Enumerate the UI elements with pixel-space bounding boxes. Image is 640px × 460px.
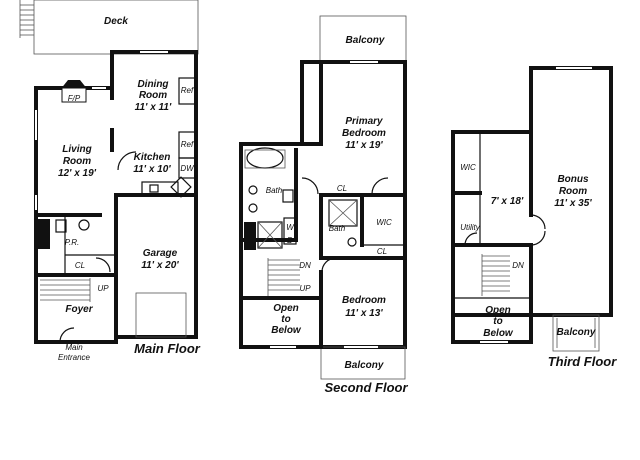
entrance-door-icon [59, 327, 75, 343]
entrance-label-1: Main [65, 343, 83, 352]
foyer-label: Foyer [65, 304, 93, 315]
kitchen-counter [141, 181, 179, 196]
washer-label: W [286, 223, 295, 232]
utility-label: Utility [460, 223, 481, 232]
bathtub-icon [246, 147, 284, 169]
third-balcony-label: Balcony [557, 327, 596, 338]
wic-label: WIC [376, 218, 392, 227]
third-open-label-1: Open [485, 305, 511, 316]
fireplace-icon [60, 80, 88, 103]
ref-top-label: Ref [181, 86, 194, 95]
dryer-label: D [287, 236, 293, 245]
water-heater-block [38, 219, 50, 249]
third-open-label-3: Below [483, 328, 514, 339]
dishwasher-icon [178, 157, 197, 179]
dining-label: Dining [137, 79, 168, 90]
kitchen-label: Kitchen [134, 152, 171, 163]
deck-outline [33, 0, 199, 55]
shower-icon [257, 221, 283, 249]
closet-label: CL [75, 261, 85, 270]
ref-bottom-label: Ref [181, 140, 194, 149]
dw-label: DW [180, 164, 195, 173]
bedroom-dims: 11' x 13' [345, 308, 383, 319]
bonus-label: Bonus [557, 174, 589, 185]
balcony-top-label: Balcony [346, 35, 385, 46]
dining-dims: 11' x 11' [135, 102, 172, 113]
shower-center-icon [328, 199, 358, 227]
sink-pr-icon [78, 219, 90, 231]
second-floor-plan: Balcony Primary Bedroom 11' x 19' Bath C… [239, 15, 408, 395]
garage-label: Garage [143, 248, 178, 259]
fireplace-label: F/P [68, 94, 81, 103]
toilet-second-icon [282, 189, 294, 203]
bonus-dims: 11' x 35' [554, 198, 592, 209]
bedroom-label: Bedroom [342, 295, 386, 306]
balcony-bottom-label: Balcony [345, 360, 384, 371]
open-below-label-1: Open [273, 303, 299, 314]
main-floor-plan: Deck F/P Dining Room 11' x 11' Ref Ref D… [19, 0, 201, 362]
entrance-label-2: Entrance [58, 353, 91, 362]
dining-label-2: Room [139, 90, 167, 101]
main-stairs-icon [40, 278, 91, 302]
bath-left-label: Bath [266, 186, 283, 195]
garage-dims: 11' x 20' [141, 260, 179, 271]
toilet-icon [55, 219, 67, 233]
main-outer-wall [34, 50, 198, 344]
closet-top-label: CL [337, 184, 347, 193]
living-label-2: Room [63, 156, 91, 167]
third-dn-label: DN [512, 261, 524, 270]
sink-icon [149, 184, 159, 193]
living-dims: 12' x 19' [58, 168, 97, 179]
bonus-label-2: Room [559, 186, 587, 197]
stove-icon [170, 176, 192, 198]
primary-dims: 11' x 19' [345, 140, 383, 151]
third-floor-title: Third Floor [548, 354, 618, 369]
primary-label-2: Bedroom [342, 128, 386, 139]
garage-door-outline [135, 292, 187, 338]
deck-label: Deck [104, 16, 128, 27]
sink-left-icon [248, 185, 258, 195]
washer-dryer-box [283, 217, 297, 245]
second-floor-title: Second Floor [324, 380, 408, 395]
closet-bottom-label: CL [377, 247, 387, 256]
open-below-label-3: Below [271, 325, 302, 336]
deck-stairs [19, 0, 34, 38]
bath-center-label: Bath [329, 224, 346, 233]
chase-block [244, 222, 256, 250]
primary-label: Primary [345, 116, 383, 127]
second-stairs-icon [267, 258, 300, 296]
third-wic-label: WIC [460, 163, 476, 172]
second-outer-wall [239, 60, 407, 349]
second-dn-label: DN [299, 261, 311, 270]
main-floor-title: Main Floor [134, 341, 201, 356]
open-below-label-2: to [281, 314, 290, 325]
powder-room-label: P.R. [65, 238, 80, 247]
kitchen-dims: 11' x 10' [133, 164, 171, 175]
refrigerator-top-icon [178, 77, 197, 105]
third-stairs-icon [481, 254, 510, 296]
second-up-label: UP [299, 284, 311, 293]
third-balcony-outline [552, 314, 600, 352]
third-floor-plan: WIC 7' x 18' Utility Bonus Room 11' x 35… [451, 66, 618, 369]
main-up-label: UP [97, 284, 109, 293]
third-room-dims: 7' x 18' [491, 196, 524, 207]
living-label: Living [62, 144, 91, 155]
third-open-label-2: to [493, 316, 502, 327]
